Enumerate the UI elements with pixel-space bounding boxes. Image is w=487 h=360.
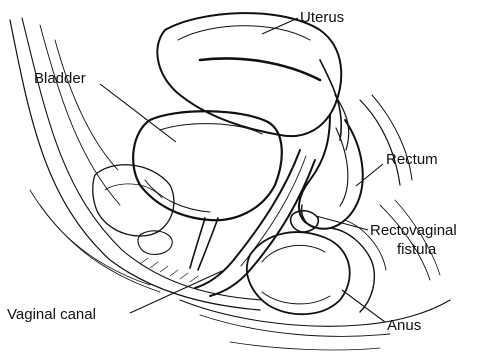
- rectovaginal-label: Rectovaginal: [370, 222, 457, 239]
- uterus-label: Uterus: [300, 9, 344, 26]
- sacral-contour: [360, 95, 412, 185]
- pubic-bone: [93, 165, 174, 255]
- abdominal-wall: [10, 18, 262, 310]
- uterus: [157, 13, 348, 150]
- rectum: [291, 115, 363, 232]
- fistula-label: fistula: [397, 241, 437, 258]
- bladder: [133, 111, 282, 270]
- anal-region: [247, 220, 386, 314]
- anus-leader: [342, 290, 385, 322]
- rectum-leader: [356, 164, 383, 186]
- uterus-leader: [262, 18, 298, 34]
- anus-label: Anus: [387, 317, 421, 334]
- vaginal-canal-label: Vaginal canal: [7, 306, 96, 323]
- leader-lines: [100, 18, 385, 322]
- bladder-label: Bladder: [34, 70, 86, 87]
- vaginal-canal-structure: [195, 150, 315, 296]
- rectum-label: Rectum: [386, 151, 438, 168]
